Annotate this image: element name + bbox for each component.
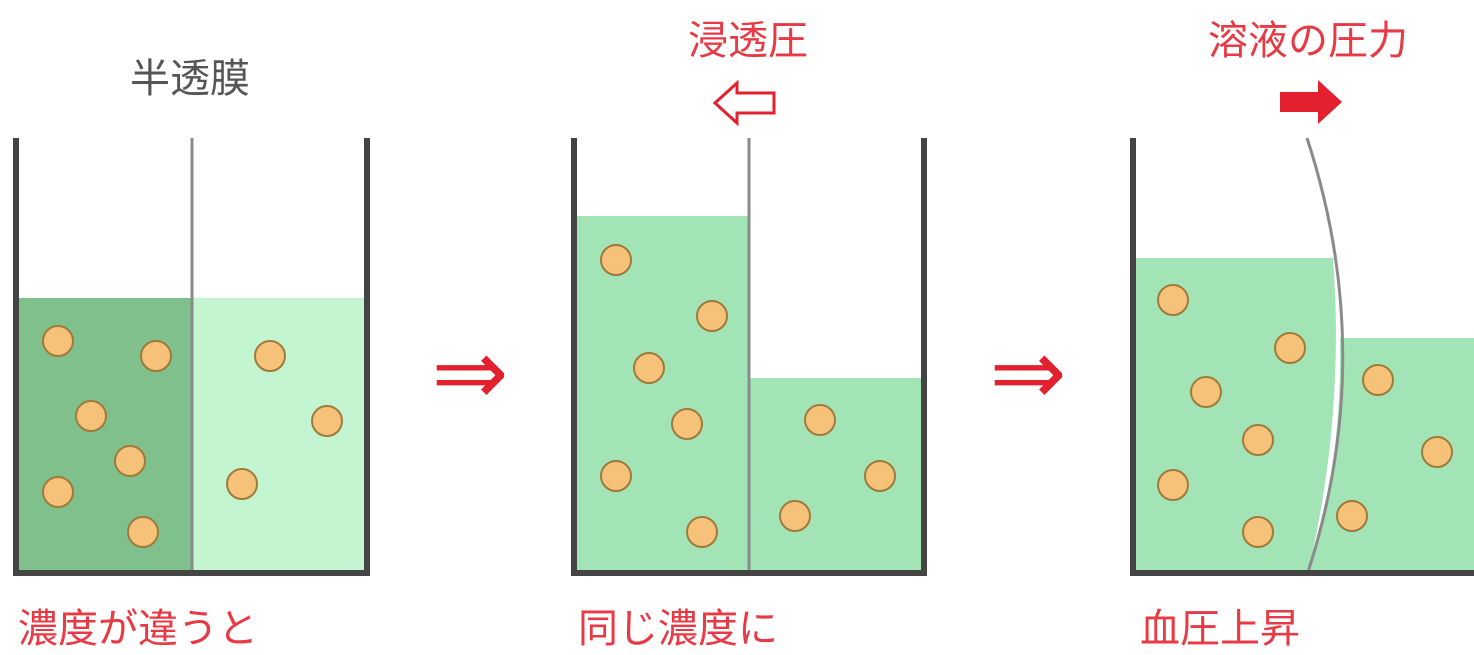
panel-2-left-solution	[576, 216, 748, 572]
particle	[1421, 436, 1453, 468]
panel-3-container	[1130, 138, 1474, 576]
particle	[1242, 424, 1274, 456]
particle	[804, 404, 836, 436]
particle	[75, 400, 107, 432]
particle	[696, 300, 728, 332]
panel-2-container	[571, 138, 927, 576]
panel-2-right-solution	[750, 378, 922, 572]
particle	[600, 460, 632, 492]
particle	[671, 408, 703, 440]
membrane-label: 半透膜	[130, 56, 250, 102]
panel-1: 半透膜 濃度が違うと	[13, 56, 370, 652]
panel-1-container	[13, 138, 370, 576]
particle	[140, 340, 172, 372]
particle	[114, 445, 146, 477]
particle	[633, 352, 665, 384]
panel-3-caption: 血圧上昇	[1140, 606, 1300, 652]
particle	[1157, 469, 1189, 501]
panel-2: 浸透圧 同じ濃度に	[571, 18, 927, 652]
particle	[311, 405, 343, 437]
particle	[779, 500, 811, 532]
osmotic-pressure-arrow-icon	[712, 79, 776, 127]
solution-pressure-label: 溶液の圧力	[1208, 18, 1408, 64]
solution-pressure-arrow-icon	[1280, 80, 1342, 124]
particle	[1190, 376, 1222, 408]
particle	[226, 468, 258, 500]
particle	[42, 476, 74, 508]
particle	[600, 244, 632, 276]
panel-3-bulging-membrane	[1305, 137, 1345, 573]
particle	[686, 516, 718, 548]
panel-3-particles	[1157, 284, 1453, 548]
panel-1-caption: 濃度が違うと	[18, 606, 258, 652]
osmotic-pressure-label: 浸透圧	[688, 18, 808, 64]
panel-2-particles	[600, 244, 896, 548]
transition-arrow-1: ⇒	[431, 319, 508, 426]
particle	[1336, 500, 1368, 532]
particle	[254, 340, 286, 372]
particle	[1157, 284, 1189, 316]
particle	[42, 325, 74, 357]
panel-3: 溶液の圧力 血圧上昇	[1130, 18, 1474, 652]
particle	[127, 516, 159, 548]
panel-1-right-solution	[193, 298, 366, 572]
panel-1-particles	[42, 325, 343, 548]
particle	[1274, 332, 1306, 364]
transition-arrow-2: ⇒	[989, 319, 1066, 426]
particle	[864, 460, 896, 492]
particle	[1362, 364, 1394, 396]
panel-2-caption: 同じ濃度に	[578, 606, 778, 652]
particle	[1242, 516, 1274, 548]
